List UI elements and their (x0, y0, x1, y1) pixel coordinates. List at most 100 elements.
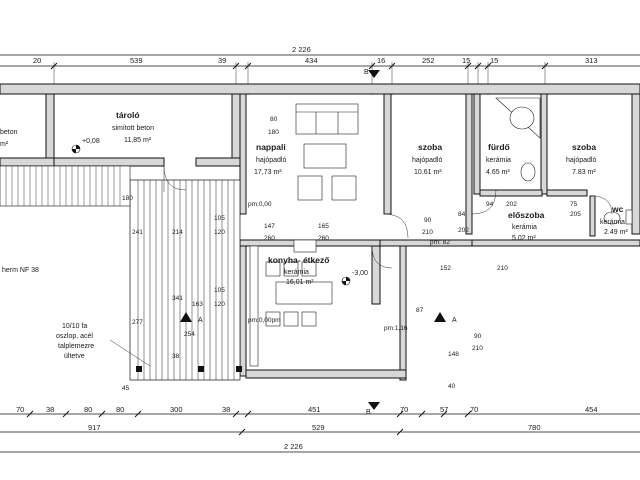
room-bath-floor: kerámia (486, 157, 511, 164)
dim-e1: 202 (458, 227, 469, 234)
room-living-floor: hajópadló (256, 157, 286, 164)
bottom-dim-529: 529 (312, 423, 325, 432)
room-storage-floor: simított beton (112, 125, 154, 132)
room-bath-name: fürdő (488, 142, 510, 152)
room-bedroom2-area: 7.83 m² (572, 169, 596, 176)
dim-left-0: 180 (122, 195, 133, 202)
room-bedroom1-floor: hajópadló (412, 157, 442, 164)
dim-e0: 84 (458, 211, 466, 218)
pm-label-4: pm: 82 (430, 239, 450, 246)
dim-k1: 210 (497, 265, 508, 272)
bottom-dim-8: 70 (400, 405, 408, 414)
small-labels: pm:0,00 pm:0,00pm pm:1,16 pm: 82 (248, 201, 450, 332)
note-line-2: oszlop, acél (56, 333, 93, 340)
dim-left-1: 241 (132, 229, 143, 236)
dim-h0: 163 (192, 301, 203, 308)
dim-j2: 148 (448, 351, 459, 358)
dim-g1: 205 (570, 211, 581, 218)
dim-g0: 75 (570, 201, 578, 208)
interior-dimensions: 80 180 105 120 105 120 90 210 84 202 75 … (122, 116, 581, 392)
dim-i3: 260 (318, 235, 329, 242)
pm-label-2: pm:0,00pm (248, 317, 281, 324)
room-wc-area: 2.49 m² (604, 229, 628, 236)
level-marker-icon (71, 144, 81, 154)
room-storage-area: 11,85 m² (124, 137, 152, 144)
top-dim-3: 39 (218, 56, 226, 65)
dim-i0: 147 (264, 223, 275, 230)
bottom-dim-7: 451 (308, 405, 321, 414)
room-hall-name: előszoba (508, 210, 545, 220)
dim-l0: 202 (506, 201, 517, 208)
room-storage-name: tároló (116, 110, 140, 120)
dim-a1: 180 (268, 129, 279, 136)
room-bedroom2-name: szoba (572, 142, 596, 152)
doors (163, 165, 613, 269)
bottom-dim-9: 57 (440, 405, 448, 414)
pm-label-1: pm:0,00 (248, 201, 272, 208)
level-storage: +0,08 (82, 138, 100, 145)
top-dimension-lines: 2 226 20 539 39 434 16 252 15 15 313 (0, 45, 640, 95)
room-bedroom1-name: szoba (418, 142, 442, 152)
bottom-dimension-lines: 70 38 80 80 300 38 451 70 57 70 454 917 … (0, 405, 640, 453)
walls (0, 83, 640, 381)
room-living-area: 17,73 m² (254, 169, 282, 176)
dim-a0: 80 (270, 116, 278, 123)
left-room-floor: beton (0, 129, 18, 136)
dim-left-2: 277 (132, 319, 143, 326)
bottom-dim-780: 780 (528, 423, 541, 432)
level-markers: +0,08 -3,00 (71, 138, 368, 286)
pm-label-3: pm:1,16 (384, 325, 408, 332)
top-dim-2: 539 (130, 56, 143, 65)
bottom-dim-1: 70 (16, 405, 24, 414)
top-dim-7: 15 (462, 56, 470, 65)
room-bedroom1-area: 10.61 m² (414, 169, 442, 176)
section-a-left: A (198, 317, 203, 324)
dim-c0: 105 (214, 287, 225, 294)
dim-h1: 214 (172, 229, 183, 236)
level-marker-icon (341, 276, 351, 286)
dim-b0: 105 (214, 215, 225, 222)
bottom-dim-10: 70 (470, 405, 478, 414)
room-kitchen-area: 16,01 m² (286, 279, 314, 286)
bottom-dim-11: 454 (585, 405, 598, 414)
note-line-4: ültetve (64, 353, 85, 360)
room-bedroom2-floor: hajópadló (566, 157, 596, 164)
dim-h3: 38 (172, 353, 180, 360)
post-note: 10/10 fa oszlop, acél talplemezre ültetv… (56, 323, 151, 367)
dim-m0: 254 (184, 331, 195, 338)
room-hall-area: 5.02 m² (512, 235, 536, 242)
left-room-area: m² (0, 141, 9, 148)
level-kitchen: -3,00 (352, 270, 368, 277)
bottom-dim-3: 80 (84, 405, 92, 414)
bottom-dim-2: 38 (46, 405, 54, 414)
dim-b1: 120 (214, 229, 225, 236)
dim-j0: 152 (440, 265, 451, 272)
bottom-total-dim: 2 226 (284, 442, 303, 451)
dim-h2: 341 (172, 295, 183, 302)
top-dim-6: 252 (422, 56, 435, 65)
room-wc-floor: kerámia (600, 219, 625, 226)
room-hall-floor: kerámia (512, 224, 537, 231)
top-dim-4: 434 (305, 56, 318, 65)
note-line-3: talplemezre (58, 343, 94, 350)
section-a-right: A (452, 317, 457, 324)
bottom-dim-6: 38 (222, 405, 230, 414)
dim-c1: 120 (214, 301, 225, 308)
room-bath-area: 4.65 m² (486, 169, 510, 176)
room-kitchen-floor: kerámia (284, 269, 309, 276)
dim-f0: 90 (474, 333, 482, 340)
top-dim-9: 313 (585, 56, 598, 65)
section-b-bottom: B (366, 409, 371, 416)
section-b-top: B (364, 69, 369, 76)
section-arrow-icon (180, 312, 192, 322)
section-arrow-icon (434, 312, 446, 322)
left-room-label: herm NF 38 (2, 267, 39, 274)
bottom-dim-4: 80 (116, 405, 124, 414)
dim-j3: 40 (448, 383, 456, 390)
top-dim-1: 20 (33, 56, 41, 65)
section-arrow-icon (368, 402, 380, 410)
top-dim-5: 16 (377, 56, 385, 65)
dim-f1: 210 (472, 345, 483, 352)
dim-d1: 210 (422, 229, 433, 236)
